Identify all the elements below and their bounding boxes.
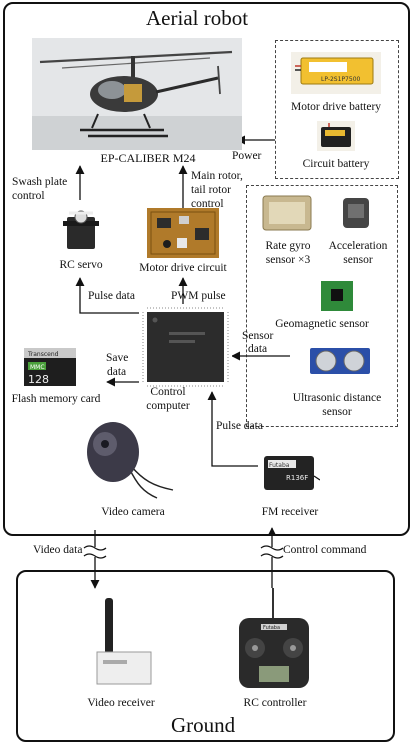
- motor-battery-photo: LP-2S1P7500: [291, 52, 381, 94]
- video-receiver-label: Video receiver: [66, 697, 176, 710]
- motor-battery-label: Motor drive battery: [277, 101, 395, 114]
- pulse-data-fm-label: Pulse data: [216, 420, 263, 433]
- rc-servo-label: RC servo: [48, 259, 114, 272]
- video-receiver-photo: [89, 594, 157, 692]
- save-data-label-2: data: [107, 366, 126, 379]
- ultrasonic-sensor-photo: [306, 338, 374, 382]
- receiver-model-text: R136F: [286, 474, 308, 482]
- video-camera-photo: [83, 418, 179, 500]
- flash-size-text: 128: [28, 373, 49, 386]
- ultrasonic-label-1: Ultrasonic distance: [282, 392, 392, 405]
- helicopter-label: EP-CALIBER M24: [48, 152, 248, 165]
- circuit-battery-photo: [317, 121, 355, 151]
- battery-label-text: LP-2S1P7500: [321, 76, 361, 83]
- circuit-battery-label: Circuit battery: [277, 158, 395, 171]
- helicopter-photo: [32, 38, 242, 150]
- rate-gyro-label-2: sensor ×3: [248, 254, 328, 267]
- control-computer-label-2: computer: [140, 400, 196, 413]
- pulse-data-left-label: Pulse data: [88, 290, 135, 303]
- acceleration-sensor-photo: [339, 194, 373, 232]
- rc-controller-label: RC controller: [220, 697, 330, 710]
- rc-brand-text: Futaba: [263, 625, 280, 631]
- rc-servo-photo: [59, 205, 103, 253]
- receiver-brand-text: Futaba: [269, 462, 290, 469]
- flash-type-text: MMC: [30, 364, 45, 371]
- flash-card-label: Flash memory card: [0, 393, 112, 406]
- rc-controller-photo: Futaba: [233, 588, 315, 692]
- ultrasonic-label-2: sensor: [282, 406, 392, 419]
- sensor-data-label-1: Sensor: [242, 330, 273, 343]
- control-computer-label-1: Control: [140, 386, 196, 399]
- video-data-label: Video data: [33, 544, 82, 557]
- pwm-pulse-label: PWM pulse: [171, 290, 226, 303]
- save-data-label-1: Save: [106, 352, 128, 365]
- flash-card-photo: Transcend MMC 128: [22, 344, 78, 388]
- rate-gyro-label-1: Rate gyro: [248, 240, 328, 253]
- video-camera-label: Video camera: [78, 506, 188, 519]
- flash-brand-text: Transcend: [27, 351, 59, 358]
- swash-label-2: control: [12, 190, 45, 203]
- rotor-label-2: tail rotor: [191, 184, 231, 197]
- power-label: Power: [232, 150, 261, 163]
- control-computer-photo: [139, 304, 232, 390]
- fm-receiver-label: FM receiver: [244, 506, 336, 519]
- acceleration-label-1: Acceleration: [322, 240, 394, 253]
- acceleration-label-2: sensor: [322, 254, 394, 267]
- control-command-label: Control command: [283, 544, 366, 557]
- sensor-data-label-2: data: [248, 343, 267, 356]
- motor-drive-circuit-photo: [147, 208, 219, 258]
- rate-gyro-photo: [259, 192, 315, 234]
- fm-receiver-photo: Futaba R136F: [258, 450, 320, 498]
- rotor-label-1: Main rotor,: [191, 170, 243, 183]
- motor-drive-circuit-label: Motor drive circuit: [118, 262, 248, 275]
- swash-label-1: Swash plate: [12, 176, 67, 189]
- geomagnetic-sensor-photo: [317, 277, 357, 315]
